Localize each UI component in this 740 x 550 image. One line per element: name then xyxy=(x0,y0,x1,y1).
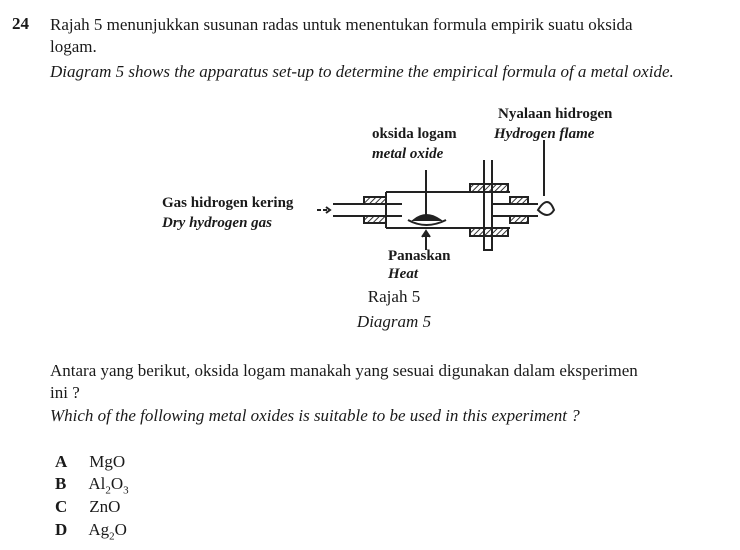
porcelain-boat xyxy=(407,219,447,226)
question-english: Diagram 5 shows the apparatus set-up to … xyxy=(50,62,674,81)
option-subscript: 3 xyxy=(123,484,129,497)
question-malay-line2: logam. xyxy=(50,37,97,56)
option-formula: Ag xyxy=(88,520,110,539)
option-c[interactable]: C ZnO xyxy=(55,497,120,517)
option-b[interactable]: B Al2O3 xyxy=(55,474,129,496)
metal-oxide-sample xyxy=(411,214,444,221)
option-formula: Al xyxy=(88,474,106,493)
option-subscript: 2 xyxy=(109,530,115,543)
gas-inlet-arrowhead xyxy=(325,206,332,214)
diagram-caption-my: Rajah 5 xyxy=(367,287,421,306)
option-letter: A xyxy=(55,452,68,471)
label-gas-my: Gas hidrogen kering xyxy=(162,195,294,211)
right-stopper-top xyxy=(469,183,509,193)
label-oxide-en: metal oxide xyxy=(372,146,444,162)
label-flame-en: Hydrogen flame xyxy=(493,126,595,142)
option-formula: ZnO xyxy=(89,497,121,516)
apparatus-drawing xyxy=(317,140,556,251)
option-letter: B xyxy=(55,474,67,493)
option-d[interactable]: D Ag2O xyxy=(55,520,127,542)
option-letter: C xyxy=(55,497,68,516)
option-formula: O xyxy=(110,474,124,493)
hydrogen-flame xyxy=(536,201,556,216)
prompt-english: Which of the following metal oxides is s… xyxy=(50,406,580,425)
label-oxide-my: oksida logam xyxy=(372,126,457,142)
prompt-malay-line2: ini ? xyxy=(50,383,80,402)
question-malay-line1: Rajah 5 menunjukkan susunan radas untuk … xyxy=(50,15,633,34)
option-a[interactable]: A MgO xyxy=(55,452,125,472)
label-gas-en: Dry hydrogen gas xyxy=(161,215,272,231)
right-stopper-bottom xyxy=(469,227,509,237)
question-number: 24 xyxy=(12,14,29,33)
option-formula: MgO xyxy=(89,452,126,471)
outlet-stopper-bottom xyxy=(509,215,529,224)
outlet-stopper-top xyxy=(509,196,529,205)
label-flame-my: Nyalaan hidrogen xyxy=(498,106,613,122)
diagram-caption-en: Diagram 5 xyxy=(356,312,432,331)
option-letter: D xyxy=(55,520,68,539)
label-heat-en: Heat xyxy=(387,266,419,282)
left-stopper-top xyxy=(363,196,387,205)
label-heat-my: Panaskan xyxy=(388,248,451,264)
apparatus-diagram: Nyalaan hidrogen Hydrogen flame oksida l… xyxy=(161,106,613,282)
heat-arrowhead xyxy=(421,229,431,238)
option-formula: O xyxy=(114,520,127,539)
prompt-malay-line1: Antara yang berikut, oksida logam manaka… xyxy=(50,361,638,380)
left-stopper-bottom xyxy=(363,215,387,224)
option-subscript: 2 xyxy=(105,484,111,497)
